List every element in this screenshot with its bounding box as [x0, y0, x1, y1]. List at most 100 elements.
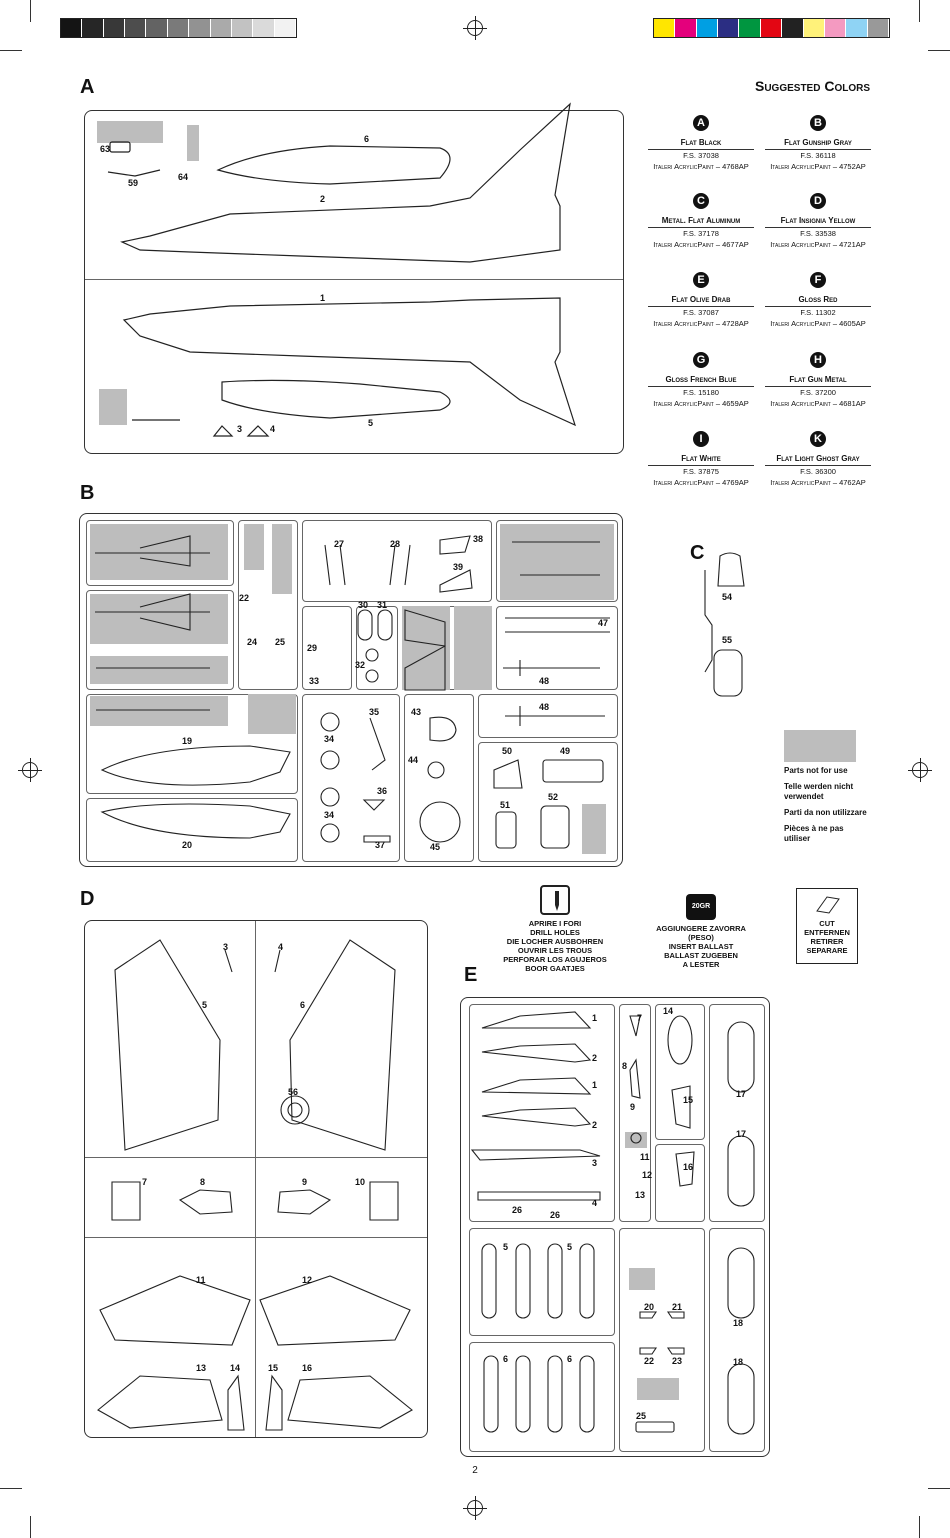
color-code-badge: I	[693, 431, 709, 447]
color-item-i: I Flat White F.S. 37875 Italeri AcrylicP…	[648, 431, 754, 488]
part-number: 5	[503, 1242, 509, 1252]
unused-part-highlight	[402, 606, 450, 690]
instruction-line: INSERT BALLAST	[668, 942, 734, 951]
sprue-cell	[238, 520, 298, 690]
color-code-badge: C	[693, 193, 709, 209]
sprue-cell	[619, 1004, 651, 1222]
sprue-cell	[655, 1004, 705, 1140]
grayscale-color-bar	[60, 18, 297, 38]
unused-part-highlight	[454, 606, 492, 690]
color-swatch	[210, 19, 232, 37]
sprue-cell	[86, 590, 234, 690]
color-fs: F.S. 37178	[683, 229, 719, 238]
part-number: 23	[672, 1356, 683, 1366]
sprue-divider	[85, 279, 623, 280]
color-name: Flat White	[648, 453, 754, 466]
instruction-line: DRILL HOLES	[530, 928, 580, 937]
part-number: 5	[368, 418, 374, 428]
color-fs: F.S. 37200	[800, 388, 836, 397]
color-name: Flat Olive Drab	[648, 294, 754, 307]
color-code-badge: F	[810, 272, 826, 288]
instruction-line: SEPARARE	[806, 946, 848, 955]
sprue-cell	[709, 1228, 765, 1452]
cut-instruction-box: CUT ENTFERNEN RETIRER SEPARARE	[796, 888, 858, 964]
part-number: 15	[268, 1363, 279, 1373]
unused-part-highlight	[187, 125, 199, 161]
color-fs: F.S. 36300	[800, 467, 836, 476]
part-number: 52	[548, 792, 559, 802]
part-number: 49	[560, 746, 571, 756]
instruction-line: A LESTER	[682, 960, 720, 969]
part-number: 3	[237, 424, 243, 434]
sprue-cell	[302, 694, 400, 862]
color-code-badge: G	[693, 352, 709, 368]
part-number: 1	[320, 293, 326, 303]
unused-part-highlight	[637, 1378, 679, 1400]
color-swatch	[189, 19, 211, 37]
ballast-weight-icon: 20GR	[686, 894, 716, 920]
part-number: 35	[369, 707, 380, 717]
part-number: 8	[200, 1177, 206, 1187]
part-number: 48	[539, 702, 550, 712]
color-fs: F.S. 11302	[800, 308, 836, 317]
color-paint: Italeri AcrylicPaint – 4677AP	[653, 240, 749, 249]
suggested-colors-title: Suggested Colors	[754, 78, 870, 94]
sprue-frame-b	[79, 513, 623, 867]
part-number: 17	[736, 1089, 747, 1099]
sprue-cell	[478, 694, 618, 738]
part-number: 6	[503, 1354, 509, 1364]
instruction-line: OUVRIR LES TROUS	[517, 946, 593, 955]
color-paint: Italeri AcrylicPaint – 4681AP	[770, 399, 866, 408]
sprue-cell	[302, 606, 352, 690]
color-item-c: C Metal. Flat Aluminum F.S. 37178 Italer…	[648, 193, 754, 250]
sprue-cell	[496, 520, 618, 602]
part-number: 29	[307, 643, 318, 653]
color-name: Flat Insignia Yellow	[765, 215, 871, 228]
sprue-cell	[469, 1342, 615, 1452]
crop-mark	[0, 50, 22, 51]
color-swatch	[82, 19, 104, 37]
section-letter-b: B	[80, 482, 95, 504]
part-number: 64	[178, 172, 189, 182]
part-number: 31	[377, 600, 388, 610]
legend-text: Telle werden nicht verwendet	[784, 782, 854, 801]
color-fs: F.S. 37087	[683, 308, 719, 317]
section-letter-a: A	[80, 76, 95, 98]
section-letter-d: D	[80, 888, 95, 910]
part-number: 22	[644, 1356, 655, 1366]
sprue-cell	[302, 520, 492, 602]
color-swatch	[274, 19, 296, 37]
part-number: 2	[320, 194, 326, 204]
part-number: 4	[592, 1198, 598, 1208]
page-number: 2	[472, 1465, 478, 1476]
sprue-cell	[86, 798, 298, 862]
part-number: 5	[567, 1242, 573, 1252]
part-number: 16	[683, 1162, 694, 1172]
part-number: 13	[196, 1363, 207, 1373]
crop-mark	[919, 1516, 920, 1538]
part-number: 27	[334, 539, 345, 549]
crop-mark	[0, 1488, 22, 1489]
section-letter-c: C	[690, 542, 705, 564]
color-swatch	[675, 19, 697, 37]
part-number: 2	[592, 1053, 598, 1063]
part-number: 39	[453, 562, 464, 572]
part-number: 25	[636, 1411, 647, 1421]
sprue-divider	[255, 921, 256, 1437]
color-swatch	[253, 19, 275, 37]
sprue-frame-e	[460, 997, 770, 1457]
legend-text: Parti da non utilizzare	[784, 808, 867, 817]
drill-instructions: APRIRE I FORI DRILL HOLES DIE LOCHER AUS…	[500, 919, 610, 973]
part-number: 50	[502, 746, 513, 756]
part-number: 1	[592, 1013, 598, 1023]
color-swatch	[231, 19, 254, 37]
color-swatch	[103, 19, 126, 37]
part-number: 14	[230, 1363, 241, 1373]
color-swatch	[760, 19, 783, 37]
crop-mark	[30, 0, 31, 22]
instruction-line: BOOR GAATJES	[525, 964, 585, 973]
color-code-badge: H	[810, 352, 826, 368]
part-number: 36	[377, 786, 388, 796]
unused-part-highlight	[99, 389, 127, 425]
drill-icon	[540, 885, 570, 915]
